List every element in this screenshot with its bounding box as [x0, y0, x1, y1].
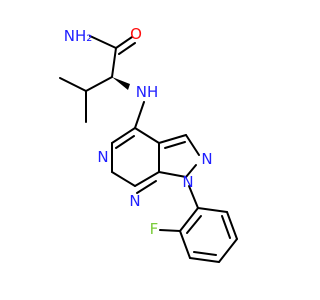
bond-c3-n2 — [185, 134, 200, 156]
atom-label-n-pyrimidine-bottom: N — [129, 192, 140, 210]
atom-label-layer: NH₂ O NH N N N N F — [64, 25, 213, 238]
bond-c-nh2 — [89, 35, 117, 49]
atom-label-nh: NH — [136, 83, 159, 101]
bond-ch-me1 — [59, 77, 87, 92]
bond-alpha-nh-wedge — [112, 77, 130, 90]
bond-nh-c4 — [134, 101, 145, 129]
atom-label-f: F — [150, 220, 159, 238]
bond-c-o-2 — [118, 42, 136, 55]
bond-ph-1 — [179, 207, 199, 232]
bond-ph-5 — [226, 211, 238, 240]
atom-label-nh2: NH₂ — [64, 27, 93, 45]
bond-n1p-phenyl — [188, 185, 199, 209]
bond-n1p-c7a — [158, 171, 187, 178]
bond-n1-c7a-inner — [136, 180, 157, 194]
molecule-structure-diagram: NH₂ O NH N N N N F — [59, 25, 238, 263]
bond-ph-3-inner — [193, 251, 217, 256]
bond-ph-3 — [189, 257, 220, 263]
bond-c3a-c3-inner — [164, 141, 186, 149]
atom-label-o: O — [130, 25, 142, 43]
bond-layer — [59, 35, 238, 263]
bond-c-f — [159, 229, 181, 232]
bond-c4-n3 — [111, 127, 136, 144]
bond-n1-c7a — [134, 171, 160, 187]
bond-c-alpha — [111, 47, 117, 78]
bond-c3a-c3 — [158, 134, 187, 144]
atom-label-n-pyrazole-2: N — [201, 150, 212, 168]
atom-label-n-pyrimidine-top: N — [97, 148, 108, 166]
bond-ph-6 — [197, 207, 228, 213]
bond-n2-n1p — [185, 164, 197, 178]
bond-c3a-c4 — [134, 127, 160, 144]
bond-ph-4 — [218, 238, 238, 263]
bond-alpha-ch — [85, 76, 113, 92]
bond-c-o-1 — [115, 36, 133, 49]
bond-ph-1-inner — [186, 215, 202, 234]
atom-label-n-pyrazole-1: N — [182, 173, 193, 191]
bond-ph-2 — [179, 230, 191, 259]
bond-c4-n3-inner — [115, 135, 135, 149]
bond-c2-n1 — [111, 171, 136, 187]
bond-ph-5-inner — [221, 215, 231, 239]
